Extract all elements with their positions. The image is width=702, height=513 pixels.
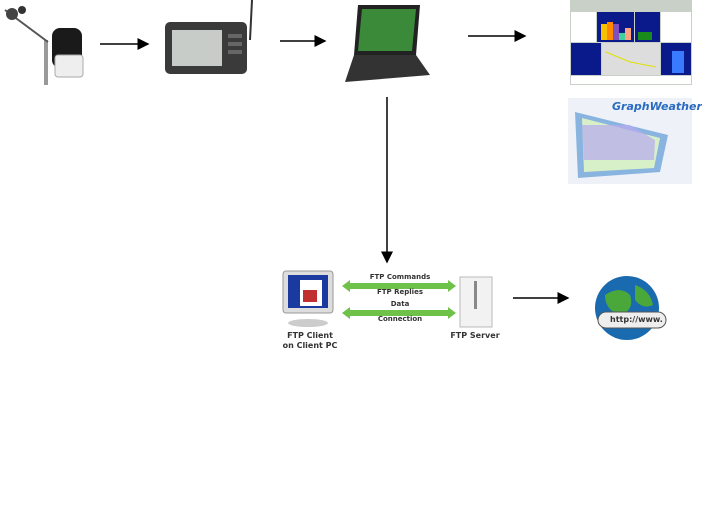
ftp-arrow-commands xyxy=(342,280,456,319)
graphweather-logo: GraphWeather xyxy=(612,100,702,113)
globe-url: http://www. xyxy=(610,315,663,324)
ftp-server-icon xyxy=(459,276,493,328)
weather-software-screenshot xyxy=(570,0,692,85)
ftp-client-sub-label: on Client PC xyxy=(282,341,338,350)
laptop-icon xyxy=(345,5,430,82)
ftp-server-label: FTP Server xyxy=(450,331,500,340)
graphweather-screenshot xyxy=(568,98,692,184)
data-label: Data xyxy=(390,300,410,308)
ftp-commands-label: FTP Commands xyxy=(369,273,431,281)
ftp-client-pc-icon xyxy=(282,270,334,327)
ftp-client-label: FTP Client xyxy=(287,331,333,340)
connection-label: Connection xyxy=(377,315,423,323)
ftp-replies-label: FTP Replies xyxy=(377,288,423,296)
weather-sensor-icon xyxy=(4,6,84,85)
client-screen-label: AFM xyxy=(302,281,313,287)
weather-console-icon xyxy=(165,0,253,74)
globe-web-icon xyxy=(595,276,667,340)
